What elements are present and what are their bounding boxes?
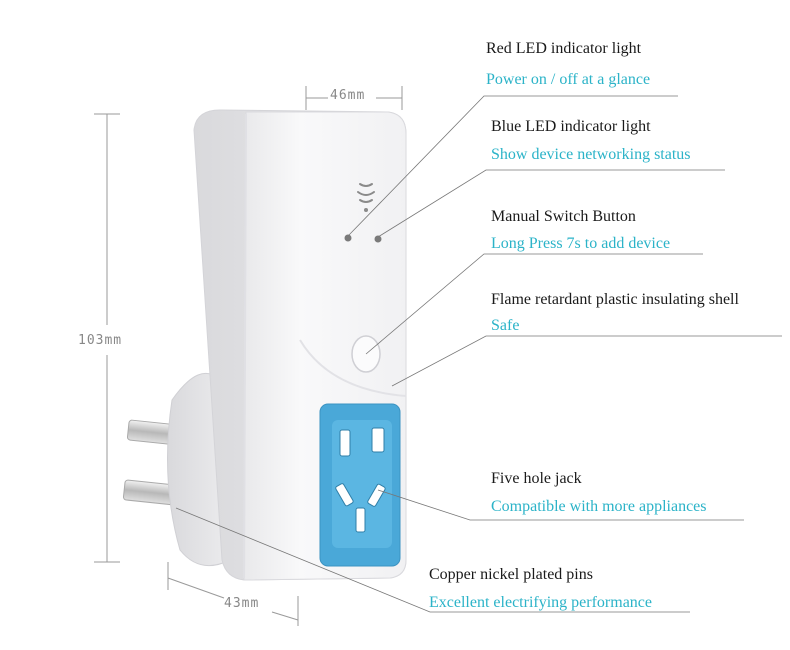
height-dimension: 103mm — [78, 333, 123, 348]
blue-led-subtitle: Show device networking status — [491, 146, 691, 163]
blue-led-title: Blue LED indicator light — [491, 118, 651, 135]
jack-subtitle: Compatible with more appliances — [491, 498, 707, 515]
callout-leaders — [175, 95, 782, 613]
switch-title: Manual Switch Button — [491, 208, 636, 225]
red-led-title: Red LED indicator light — [486, 40, 642, 57]
depth-bottom-dimension: 43mm — [224, 596, 260, 611]
red-led-icon — [344, 234, 352, 242]
width-top-dimension: 46mm — [330, 88, 366, 103]
pins-title: Copper nickel plated pins — [429, 566, 593, 583]
blue-led-icon — [374, 235, 382, 243]
shell-subtitle: Safe — [491, 317, 520, 334]
switch-subtitle: Long Press 7s to add device — [491, 235, 671, 252]
jack-title: Five hole jack — [491, 470, 582, 487]
dimension-lines — [94, 86, 403, 626]
shell-title: Flame retardant plastic insulating shell — [491, 291, 739, 308]
wifi-icon — [357, 183, 375, 212]
pins-subtitle: Excellent electrifying performance — [429, 594, 652, 611]
five-hole-socket — [319, 403, 401, 567]
red-led-subtitle: Power on / off at a glance — [486, 71, 651, 88]
